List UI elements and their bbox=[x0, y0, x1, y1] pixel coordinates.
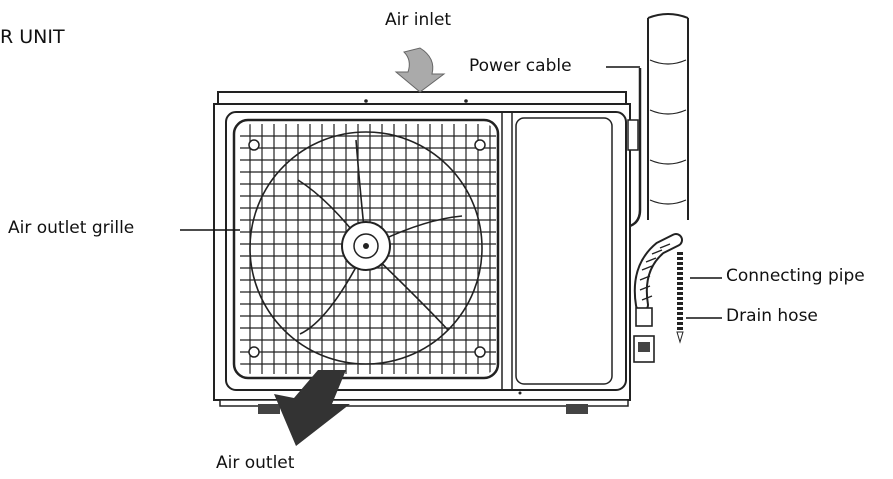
pipe-duct bbox=[647, 13, 689, 220]
air-inlet-label: Air inlet bbox=[385, 10, 452, 30]
power-cable bbox=[629, 68, 642, 228]
leader-lines bbox=[180, 66, 722, 319]
air-outlet-arrow bbox=[274, 370, 350, 446]
drain-hose bbox=[676, 252, 684, 344]
grille-screws bbox=[248, 139, 486, 358]
air-inlet-arrow bbox=[394, 47, 446, 93]
air-outlet-label: Air outlet bbox=[216, 453, 295, 473]
drain-hose-label: Drain hose bbox=[726, 306, 818, 326]
air-outlet-grille bbox=[232, 118, 500, 380]
connecting-pipe-label: Connecting pipe bbox=[726, 266, 865, 286]
air-outlet-grille-label: Air outlet grille bbox=[8, 218, 135, 238]
section-heading: R UNIT bbox=[0, 26, 65, 48]
connecting-pipe bbox=[633, 233, 683, 363]
power-cable-label: Power cable bbox=[469, 56, 572, 76]
